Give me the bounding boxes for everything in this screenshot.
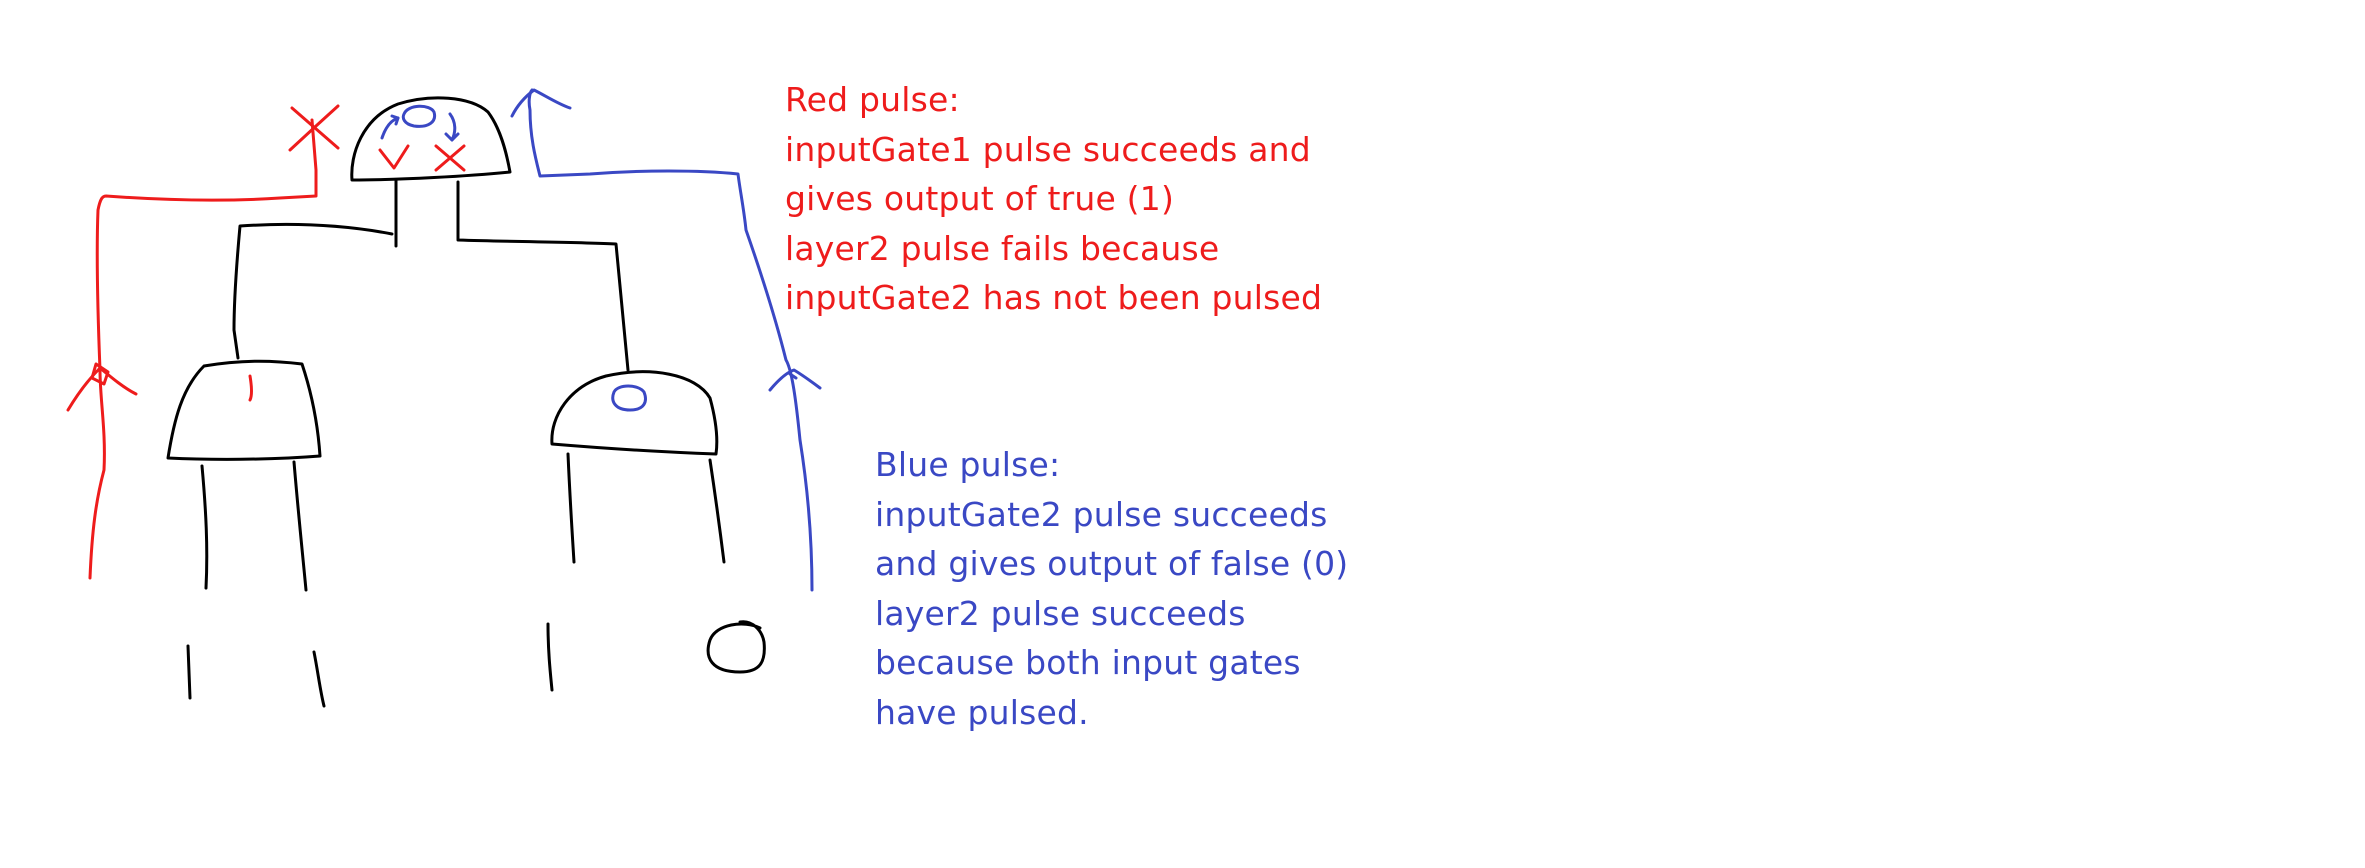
input-gate-1-dome bbox=[166, 359, 322, 461]
blue-pulse-line: and gives output of false (0) bbox=[875, 544, 1349, 583]
internal-wires bbox=[232, 178, 630, 372]
input-gate-1 bbox=[166, 359, 326, 708]
input-gate-1-stub-left bbox=[186, 644, 192, 700]
blue-pulse-arrowhead-top bbox=[510, 88, 572, 118]
blue-pulse-wire bbox=[527, 88, 814, 592]
input-gate-1-stub-right bbox=[312, 650, 326, 708]
wire-to-inputgate1 bbox=[232, 178, 398, 360]
wire-to-inputgate2 bbox=[456, 180, 630, 372]
input-gate-2-leg-left bbox=[566, 452, 576, 564]
input-gate-1-leg-right bbox=[292, 460, 308, 592]
layer2-gate bbox=[350, 96, 512, 182]
red-pulse-tick bbox=[248, 374, 253, 402]
red-pulse-path bbox=[66, 104, 340, 580]
output-zero-glyph bbox=[706, 620, 766, 674]
zero-glyph-top bbox=[401, 104, 437, 128]
blue-pulse-line: have pulsed. bbox=[875, 692, 1089, 732]
red-pulse-line: layer2 pulse fails because bbox=[785, 228, 1220, 268]
blue-pulse-line: inputGate2 pulse succeeds bbox=[875, 494, 1328, 534]
layer2-gate-dome bbox=[350, 96, 512, 182]
blue-pulse-line: because both input gates bbox=[875, 643, 1301, 682]
input-gate-2 bbox=[546, 370, 766, 692]
blue-pulse-line: layer2 pulse succeeds bbox=[875, 593, 1246, 633]
red-pulse-title: Red pulse: bbox=[785, 80, 960, 119]
red-cross-mark bbox=[434, 144, 466, 172]
red-pulse-note: Red pulse: inputGate1 pulse succeeds and… bbox=[785, 75, 1322, 323]
blue-pulse-arrowhead-bottom bbox=[768, 368, 822, 392]
blue-pulse-title: Blue pulse: bbox=[875, 445, 1061, 484]
input-gate-2-dome bbox=[550, 370, 719, 456]
red-pulse-line: gives output of true (1) bbox=[785, 179, 1175, 218]
input-gate-2-stub-left bbox=[546, 622, 554, 692]
red-check-mark bbox=[378, 144, 410, 170]
input-gate-2-leg-right bbox=[708, 458, 726, 564]
red-pulse-wire bbox=[88, 118, 318, 580]
input-gate-1-leg-left bbox=[200, 464, 209, 590]
zero-glyph-input-gate-2 bbox=[611, 384, 647, 412]
red-pulse-blocked-cross bbox=[288, 104, 340, 152]
red-pulse-line: inputGate2 has not been pulsed bbox=[785, 278, 1323, 317]
layer2-failed-marks bbox=[378, 144, 466, 172]
blue-pulse-note: Blue pulse: inputGate2 pulse succeeds an… bbox=[875, 440, 1348, 737]
blue-pulse-path bbox=[510, 88, 822, 592]
red-pulse-line: inputGate1 pulse succeeds and bbox=[785, 129, 1311, 169]
layer2-gate-markings bbox=[380, 104, 460, 142]
